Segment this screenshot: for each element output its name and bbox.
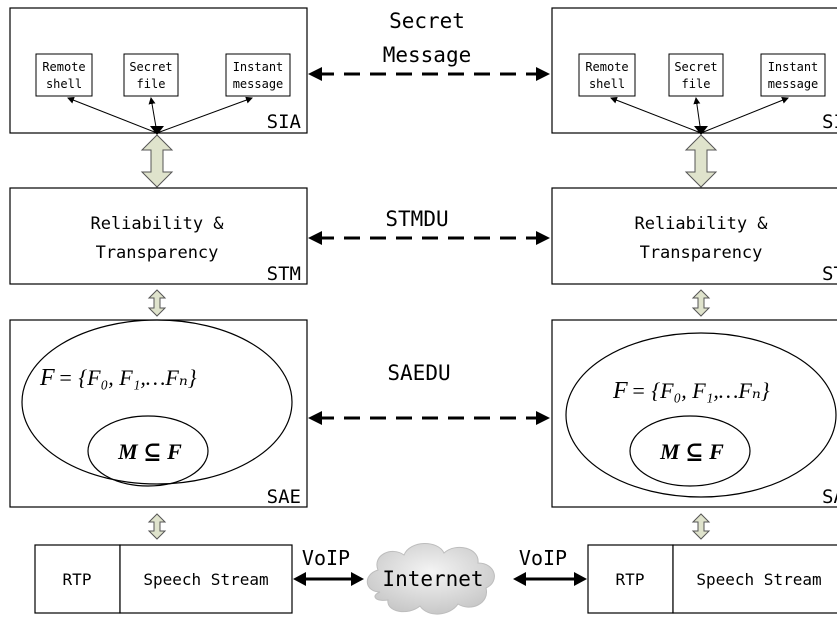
saedu-arrow-right — [536, 411, 550, 425]
saedu-label: SAEDU — [387, 361, 450, 385]
left-app-remote-line1: Remote — [42, 60, 85, 74]
right-sia-label: SIA — [822, 111, 837, 133]
left-sae-label: SAE — [267, 486, 301, 508]
left-stm-text-line1: Reliability & — [90, 214, 224, 234]
internet-label: Internet — [382, 567, 483, 591]
left-sae-box — [9, 319, 308, 508]
left-stm-text-line2: Transparency — [96, 243, 219, 263]
right-app-arrow-1 — [610, 96, 702, 134]
right-stm-sae-double-arrow — [691, 289, 711, 317]
right-stack: Remote shell Secret file Instant message… — [551, 7, 837, 614]
stmdu-label: STMDU — [385, 207, 448, 231]
left-sae-inner-set — [87, 415, 209, 487]
left-app-remote-line2: shell — [46, 77, 82, 91]
left-app-instant-line1: Instant — [233, 60, 284, 74]
secret-message-label-line1: Secret — [389, 9, 465, 33]
left-speech-box — [119, 544, 293, 614]
left-app-secret-line1: Secret — [129, 60, 172, 74]
right-app-secret-file-box — [668, 53, 724, 97]
right-sae-rtp-double-arrow — [691, 513, 711, 540]
secret-message-label-line2: Message — [383, 43, 472, 67]
left-sae-outer-set — [21, 319, 293, 485]
stmdu-arrow-left — [308, 231, 322, 245]
left-rtp-box — [34, 544, 121, 614]
right-app-arrow-origin — [694, 126, 708, 135]
left-rtp-label: RTP — [63, 570, 92, 589]
right-app-instant-message-box — [760, 53, 826, 97]
left-app-secret-file-box — [123, 53, 179, 97]
right-sae-subset: M ⊆ F — [659, 439, 724, 464]
left-speech-label: Speech Stream — [143, 570, 268, 589]
voip-label-right: VoIP — [519, 546, 567, 570]
secret-message-arrow-right — [536, 67, 550, 81]
right-app-remote-line2: shell — [589, 77, 625, 91]
voip-arrow-left-in — [351, 572, 364, 586]
right-rtp-label: RTP — [616, 570, 645, 589]
right-app-secret-line1: Secret — [674, 60, 717, 74]
left-stm-box — [9, 187, 308, 285]
right-stm-text-line2: Transparency — [640, 243, 763, 263]
left-sia-stm-double-arrow — [140, 134, 174, 188]
right-stm-box — [551, 187, 837, 285]
right-sae-inner-set — [629, 415, 751, 487]
left-stack: Remote shell Secret file Instant message… — [9, 7, 308, 614]
voip-arrow-right-in — [513, 572, 526, 586]
right-speech-label: Speech Stream — [696, 570, 821, 589]
stmdu-arrow-right — [536, 231, 550, 245]
right-sae-label: SAE — [822, 486, 837, 508]
internet-cloud-icon: Internet — [366, 543, 495, 615]
right-sae-formula-lhs: F — [612, 378, 628, 404]
left-app-arrow-origin — [150, 126, 164, 135]
right-sae-formula-rhs: = {F₀, F₁,…Fₙ} — [631, 378, 770, 403]
left-sae-formula-rhs: = {F₀, F₁,…Fₙ} — [58, 365, 197, 390]
right-app-secret-line2: file — [682, 77, 711, 91]
saedu-arrow-left — [308, 411, 322, 425]
right-sae-outer-set — [565, 332, 837, 498]
right-stm-label: STM — [822, 263, 837, 285]
voip-label-left: VoIP — [302, 546, 350, 570]
left-app-arrow-3 — [156, 96, 253, 134]
right-app-instant-line1: Instant — [768, 60, 819, 74]
voip-arrow-right-out — [574, 572, 587, 586]
left-stm-sae-double-arrow — [147, 289, 167, 317]
left-sae-formula-lhs: F — [39, 365, 55, 391]
left-sia-label: SIA — [267, 111, 302, 133]
left-sae-rtp-double-arrow — [147, 513, 167, 540]
right-app-remote-shell-box — [578, 53, 636, 97]
left-app-secret-line2: file — [137, 77, 166, 91]
voip-arrow-left-out — [293, 572, 306, 586]
left-sae-subset: M ⊆ F — [117, 439, 182, 464]
left-app-instant-message-box — [225, 53, 291, 97]
right-app-remote-line1: Remote — [585, 60, 628, 74]
left-app-arrow-1 — [67, 96, 158, 134]
center-links: Secret Message STMDU SAEDU VoIP VoIP Int… — [293, 9, 587, 615]
right-app-arrow-3 — [700, 96, 789, 134]
left-app-remote-shell-box — [35, 53, 93, 97]
right-stm-text-line1: Reliability & — [634, 214, 768, 234]
secret-message-arrow-left — [308, 67, 322, 81]
right-speech-box — [672, 544, 837, 614]
left-stm-label: STM — [267, 263, 301, 285]
right-app-instant-line2: message — [768, 77, 819, 91]
right-sia-stm-double-arrow — [684, 134, 718, 188]
right-sae-box — [551, 319, 837, 508]
left-app-instant-line2: message — [233, 77, 284, 91]
